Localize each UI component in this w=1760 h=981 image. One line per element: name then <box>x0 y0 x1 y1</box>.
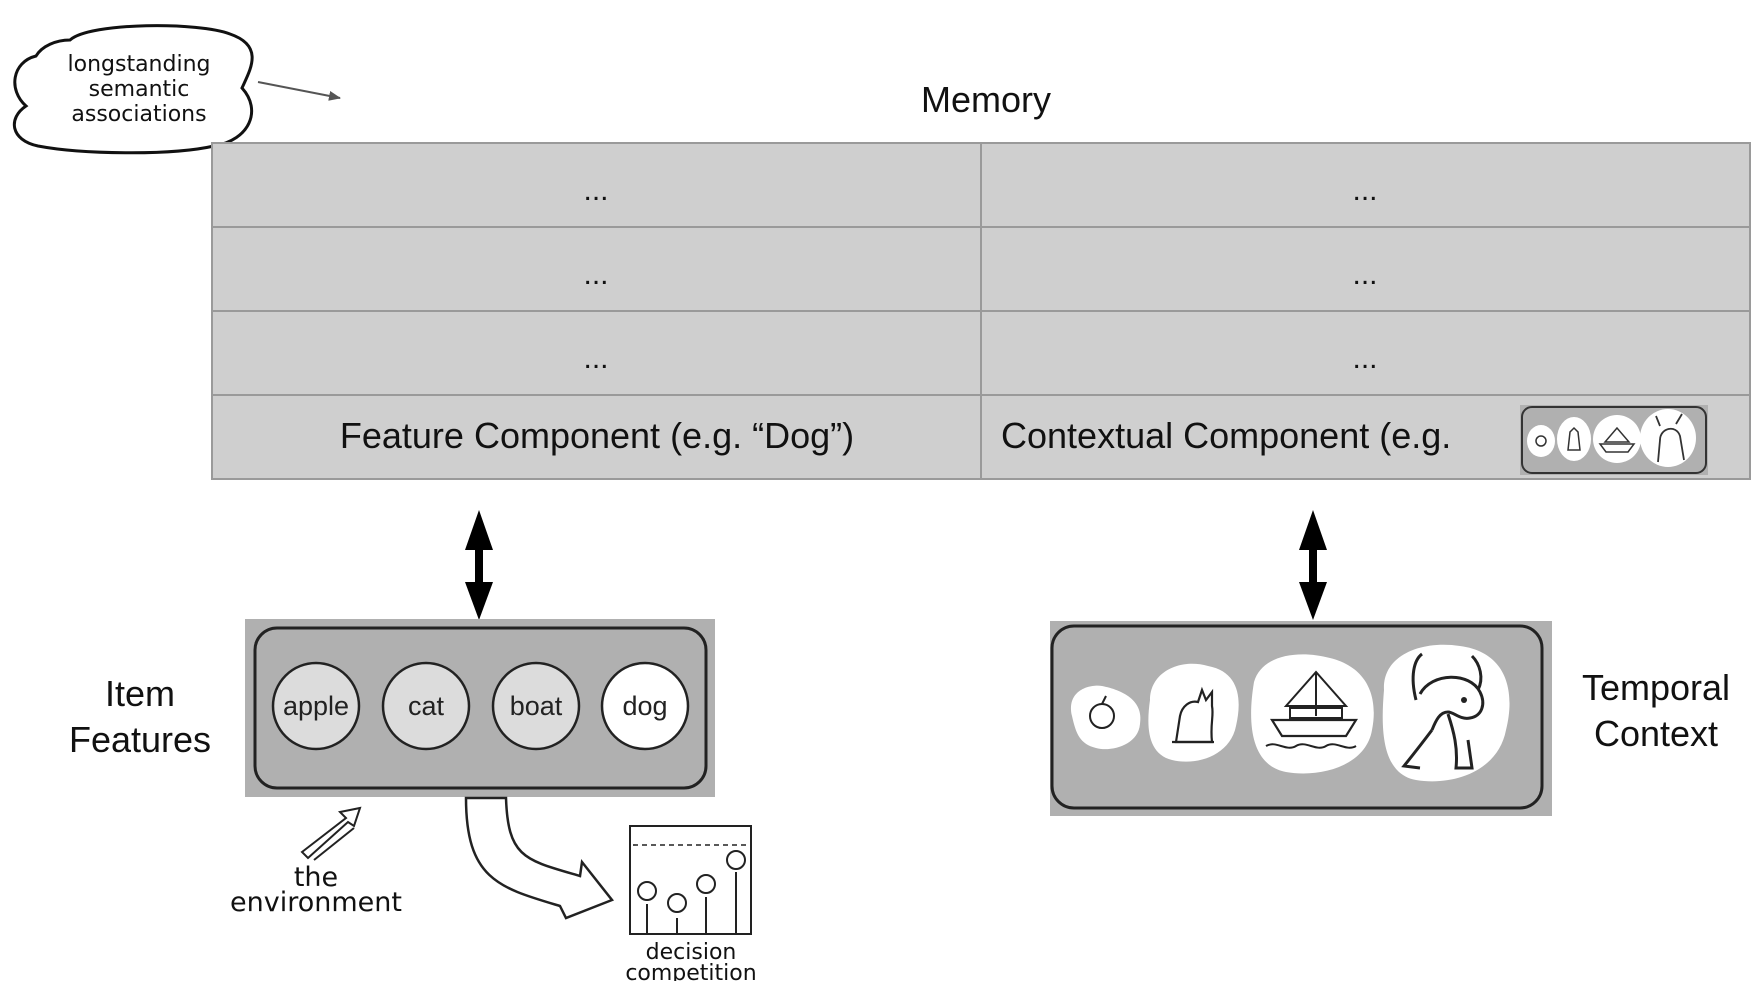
item-node-boat: boat <box>491 661 581 751</box>
semantic-associations-cloud: longstanding semantic associations <box>12 24 341 155</box>
cloud-line-2: semantic <box>89 77 190 102</box>
environment-label-line-2: environment <box>230 887 402 918</box>
apple-icon <box>1071 685 1141 750</box>
temporal-context-panel: Temporal Context <box>1050 621 1730 816</box>
memory-table: Memory ... ... ... ... ... ... Feature C… <box>211 79 1751 480</box>
item-features-panel: Item Features apple cat boat dog <box>69 619 715 797</box>
cloud-line-3: associations <box>71 102 206 127</box>
memory-row-2-feature: ... <box>583 258 608 291</box>
decision-box <box>629 825 752 935</box>
item-features-frame <box>253 626 708 790</box>
temporal-context-label-line-1: Temporal <box>1582 667 1730 708</box>
mini-boat-blob <box>1593 415 1641 463</box>
dog-icon <box>1382 644 1510 782</box>
memory-row-1-feature: ... <box>583 174 608 207</box>
accumulator-1 <box>637 881 657 934</box>
environment-hollow-arrow <box>300 806 362 860</box>
memory-row-3-feature: ... <box>583 342 608 375</box>
memory-row-3-context: ... <box>1352 342 1377 375</box>
decision-label-line-2: competition <box>625 961 756 981</box>
cloud-line-1: longstanding <box>68 52 211 77</box>
memory-row-2-context: ... <box>1352 258 1377 291</box>
feature-component-label: Feature Component (e.g. “Dog”) <box>340 415 854 456</box>
item-features-label-line-2: Features <box>69 719 211 760</box>
feature-memory-double-arrow <box>465 510 493 620</box>
environment-input: the environment <box>230 806 402 918</box>
environment-label-line-1: the <box>294 862 338 893</box>
boat-icon <box>1251 654 1374 774</box>
accumulator-3 <box>696 874 716 934</box>
item-node-dog: dog <box>600 661 690 751</box>
item-node-dog-label: dog <box>622 691 667 721</box>
item-node-apple-label: apple <box>283 691 349 721</box>
item-node-cat-label: cat <box>408 691 445 721</box>
mini-cat-blob <box>1557 417 1591 461</box>
mini-context-thumbnail <box>1520 405 1708 475</box>
contextual-component-label: Contextual Component (e.g. <box>1001 415 1451 456</box>
temporal-context-label-line-2: Context <box>1594 713 1718 754</box>
memory-row-1-context: ... <box>1352 174 1377 207</box>
item-node-apple: apple <box>271 661 361 751</box>
cloud-outline <box>12 24 254 155</box>
cloud-to-memory-arrow <box>257 81 341 101</box>
cat-icon <box>1148 663 1239 762</box>
mini-apple-blob <box>1527 425 1555 457</box>
mini-dog-blob <box>1640 409 1696 467</box>
decision-flow-arrow <box>464 796 615 920</box>
item-features-label-line-1: Item <box>105 673 175 714</box>
memory-title: Memory <box>921 79 1051 120</box>
context-memory-double-arrow <box>1299 510 1327 620</box>
accumulator-2 <box>667 893 687 934</box>
item-node-cat: cat <box>381 661 471 751</box>
decision-competition: decision competition <box>625 825 757 981</box>
item-node-boat-label: boat <box>510 691 563 721</box>
decision-label-line-1: decision <box>646 940 737 965</box>
accumulator-4 <box>726 850 746 934</box>
